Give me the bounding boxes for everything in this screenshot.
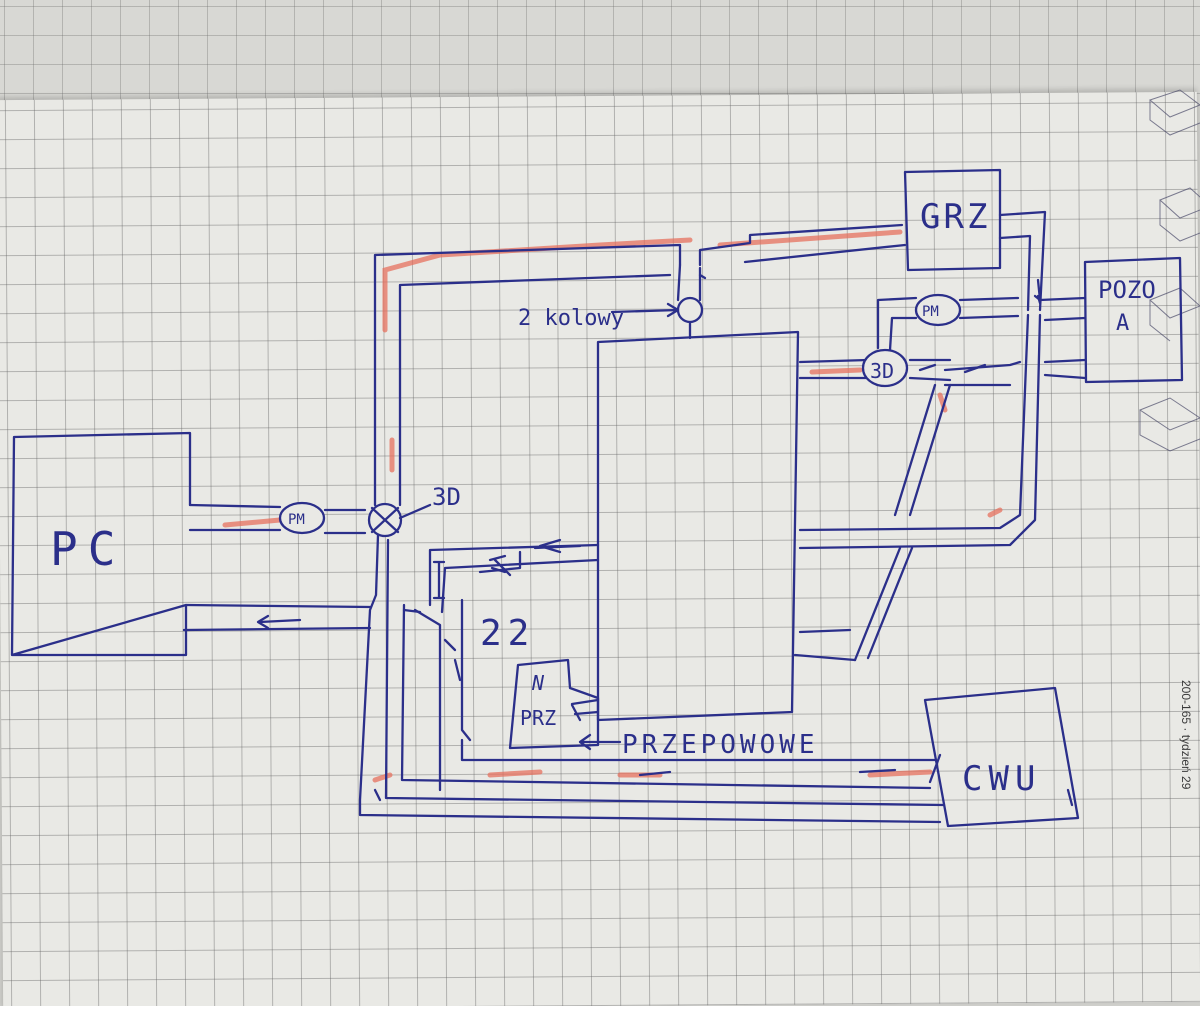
notebook-previous-page [0, 0, 1200, 104]
diagonal-pipes-right [793, 383, 952, 662]
valve-3d-left: 3D [367, 483, 461, 538]
margin-week-text: 200-165 · tydzień 29 [1179, 680, 1193, 790]
left-vertical-risers [358, 243, 946, 824]
pump-pm-right: PM [876, 293, 1020, 352]
valve-3d-right: 3D [861, 348, 909, 388]
grz-label: GRZ [920, 197, 990, 237]
valve-3d-right-label: 3D [870, 359, 894, 383]
tank-to-right-valve-pipes [798, 358, 1022, 387]
przepowowe-annotation: PRZEPOWOWE [578, 730, 819, 760]
two-coil-label: 2 kolowy [518, 306, 624, 331]
pozo-a-unit: POZO A [1038, 256, 1184, 384]
prz-box: N PRZ [508, 658, 600, 750]
zone-22-label: 22 [480, 613, 535, 654]
photo-bottom-edge [0, 1006, 1200, 1019]
pozo-a-label-line1: POZO [1098, 276, 1156, 304]
pc-label: PC [50, 522, 125, 576]
zone-22-circuit: 22 [428, 543, 600, 682]
pc-supply-pipes [182, 503, 372, 632]
pm-left-label: PM [288, 512, 305, 528]
valve-2-coil: 2 kolowy [518, 296, 704, 340]
pm-right-label: PM [922, 304, 939, 320]
grz-unit: GRZ [903, 168, 1002, 272]
flow-arrows [256, 294, 1042, 630]
buffer-tank [596, 330, 800, 722]
pc-unit: PC [10, 431, 192, 657]
prz-label-line1: N [531, 671, 545, 695]
grz-outlet-pipes [798, 210, 1047, 550]
pump-pm-left: PM [278, 501, 326, 535]
prz-label-line2: PRZ [520, 706, 556, 730]
valve-3d-left-label: 3D [432, 483, 461, 511]
cwu-label: CWU [962, 759, 1041, 799]
cwu-unit: CWU [923, 686, 1080, 828]
cwu-return-pipes [460, 598, 937, 777]
przepowowe-label: PRZEPOWOWE [622, 730, 819, 760]
top-pipe-to-grz [676, 223, 907, 302]
margin-cube-doodles [1138, 89, 1200, 452]
pozo-a-label-line2: A [1116, 311, 1129, 336]
